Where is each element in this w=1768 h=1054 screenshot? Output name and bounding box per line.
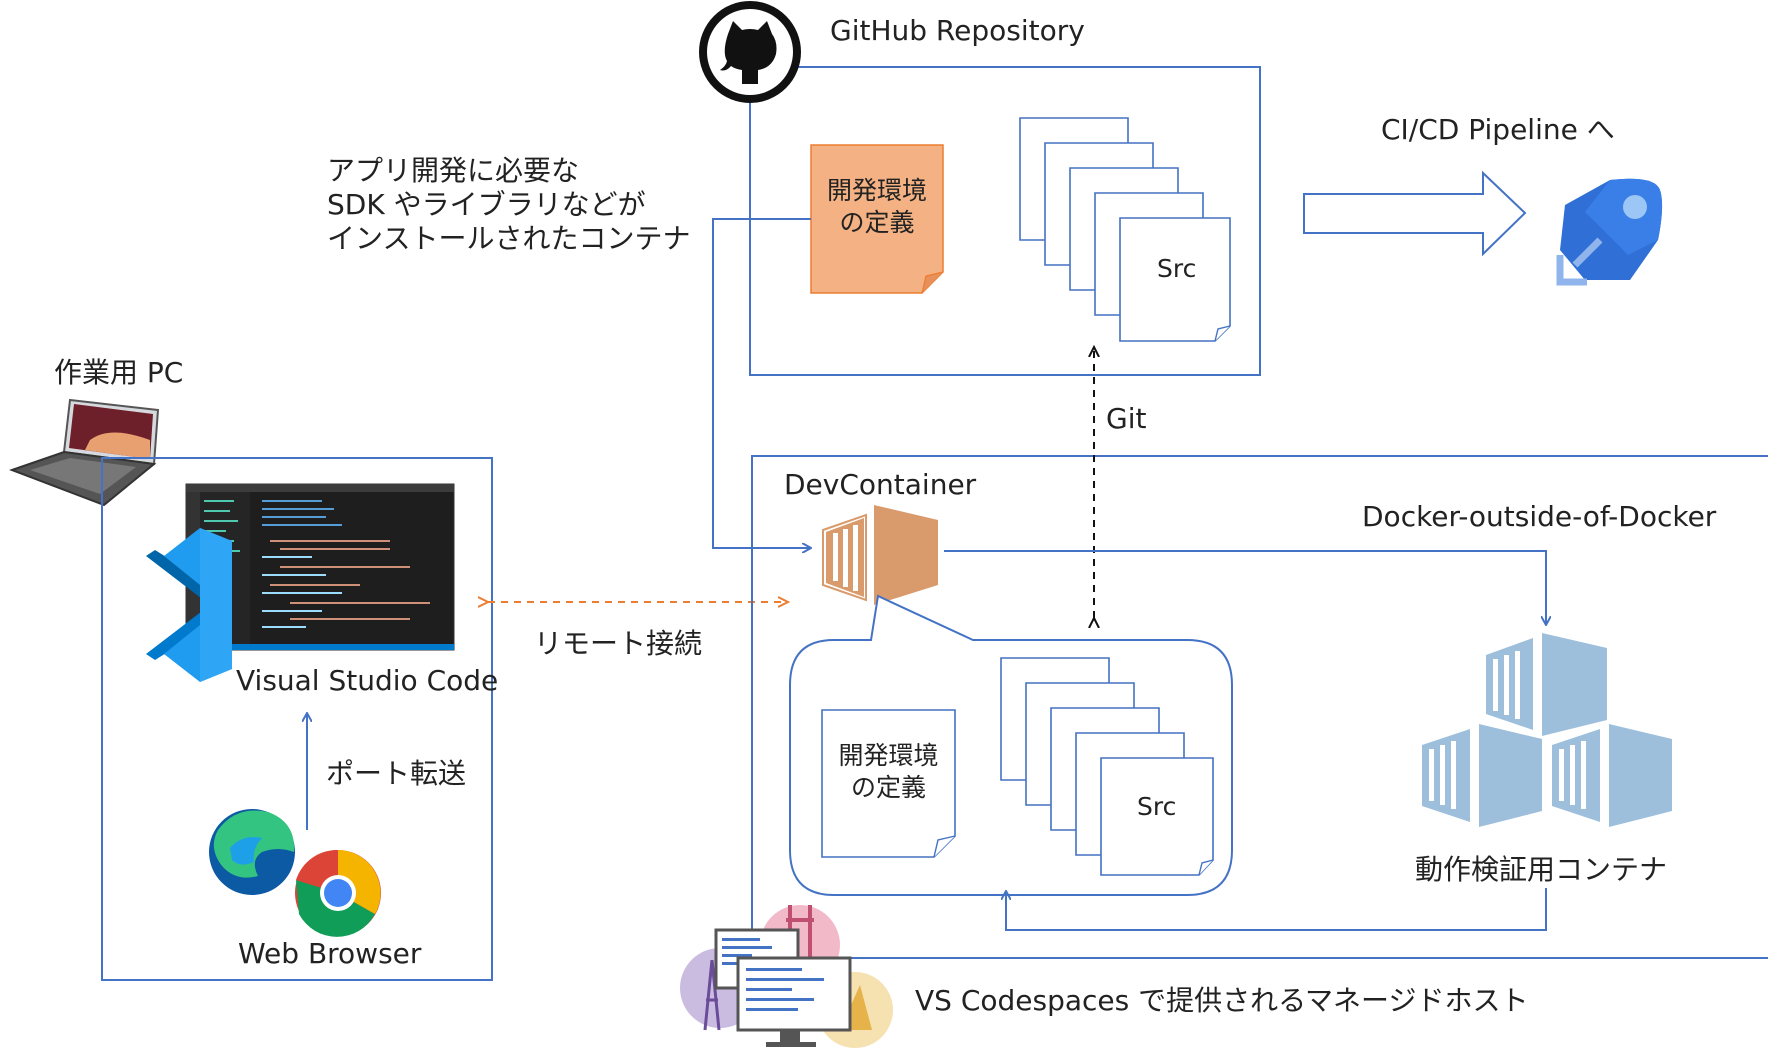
azure-pipelines-rocket-icon <box>1556 178 1663 286</box>
verify-container-icon <box>1422 633 1672 827</box>
container-description-label: アプリ開発に必要な SDK やライブラリなどが インストールされたコンテナ <box>327 154 691 255</box>
git-label: Git <box>1106 402 1147 435</box>
verify-container-label: 動作検証用コンテナ <box>1415 853 1668 886</box>
codespaces-host-frame <box>751 455 1768 959</box>
port-forward-label: ポート転送 <box>326 757 467 790</box>
cicd-arrow <box>1303 170 1527 257</box>
vscode-logo-icon <box>146 528 232 682</box>
devcontainer-label: DevContainer <box>784 468 977 501</box>
cicd-pipeline-label: CI/CD Pipeline へ <box>1381 113 1615 146</box>
definition-to-devcontainer-line <box>712 218 811 548</box>
devenv-definition-label-inner: 開発環境 の定義 <box>838 741 939 802</box>
docker-outside-of-docker-label: Docker-outside-of-Docker <box>1362 500 1717 533</box>
github-octocat-icon <box>699 1 801 103</box>
github-repository-label: GitHub Repository <box>830 14 1085 47</box>
web-browser-label: Web Browser <box>238 937 422 970</box>
src-label-inner: Src <box>1137 792 1177 821</box>
verify-to-devcontainer-line <box>1006 888 1547 931</box>
devenv-definition-note <box>810 144 944 294</box>
remote-connection-label: リモート接続 <box>534 627 703 660</box>
github-repository-frame <box>749 66 1261 376</box>
source-files-stack-inner <box>1000 657 1214 876</box>
laptop-icon <box>9 398 160 507</box>
source-files-stack-top <box>1019 117 1231 342</box>
codespaces-host-label: VS Codespaces で提供されるマネージドホスト <box>915 984 1529 1017</box>
src-label-top: Src <box>1157 254 1197 283</box>
chrome-logo-icon <box>295 849 381 937</box>
devenv-definition-label: 開発環境 の定義 <box>826 176 927 237</box>
edge-logo-icon <box>209 809 295 895</box>
vscode-label: Visual Studio Code <box>236 664 499 697</box>
docker-outside-of-docker-line <box>944 550 1546 624</box>
work-pc-label: 作業用 PC <box>54 356 184 389</box>
devcontainer-icon <box>822 505 938 605</box>
codespaces-city-icon <box>680 905 893 1048</box>
work-pc-frame <box>101 457 493 981</box>
devenv-definition-note-inner <box>821 709 956 858</box>
